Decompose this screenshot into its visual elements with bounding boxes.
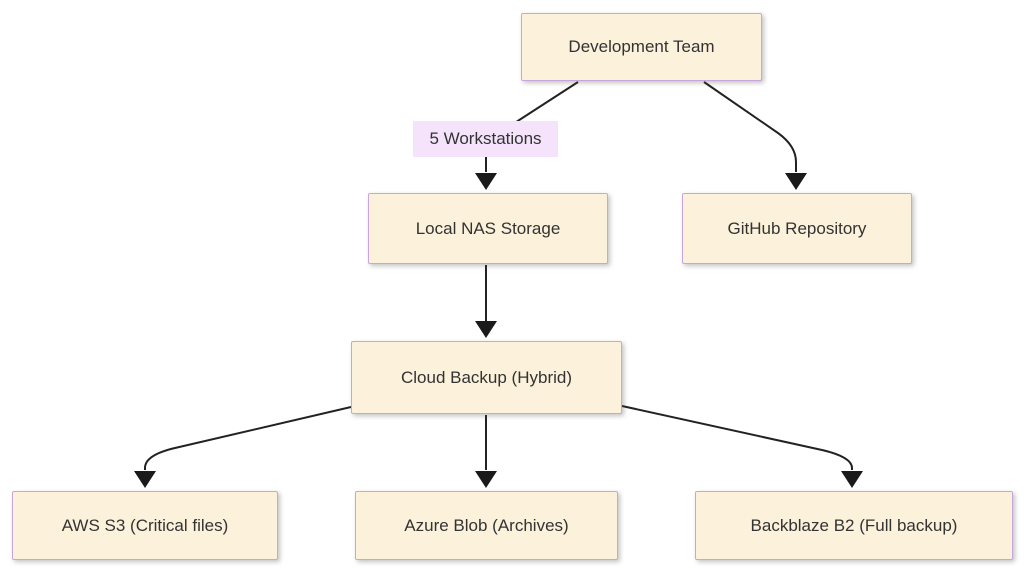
node-cloud-backup-label: Cloud Backup (Hybrid) bbox=[400, 367, 572, 387]
node-backblaze-b2: Backblaze B2 (Full backup) bbox=[695, 491, 1013, 560]
node-development-team-label: Development Team bbox=[568, 37, 715, 56]
node-backblaze-b2-label: Backblaze B2 (Full backup) bbox=[750, 515, 958, 535]
edge-devteam-to-github bbox=[703, 81, 807, 190]
node-local-nas-storage-label: Local NAS Storage bbox=[415, 218, 561, 238]
node-github-repository-label: GitHub Repository bbox=[727, 218, 867, 238]
edge-cloudbackup-to-azureblob bbox=[475, 415, 497, 488]
edge-label-5-workstations-text: 5 Workstations bbox=[429, 129, 542, 148]
node-azure-blob-label: Azure Blob (Archives) bbox=[404, 515, 569, 535]
node-local-nas-storage: Local NAS Storage bbox=[368, 193, 608, 264]
node-development-team: Development Team bbox=[521, 13, 762, 81]
node-github-repository: GitHub Repository bbox=[682, 193, 912, 264]
edge-localnas-to-cloudbackup bbox=[475, 265, 497, 338]
edge-cloudbackup-to-awss3 bbox=[134, 406, 352, 488]
edge-label-5-workstations: 5 Workstations bbox=[413, 121, 558, 157]
node-aws-s3: AWS S3 (Critical files) bbox=[12, 491, 278, 560]
node-azure-blob: Azure Blob (Archives) bbox=[355, 491, 618, 560]
edge-cloudbackup-to-backblaze bbox=[621, 405, 863, 488]
node-cloud-backup: Cloud Backup (Hybrid) bbox=[351, 341, 622, 414]
node-aws-s3-label: AWS S3 (Critical files) bbox=[61, 515, 229, 535]
